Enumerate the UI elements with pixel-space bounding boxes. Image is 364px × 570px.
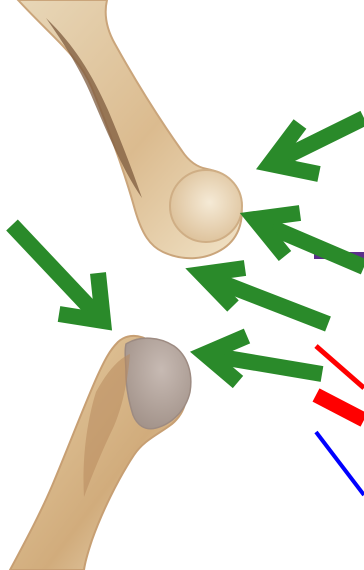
blue-line <box>316 432 364 495</box>
red-line <box>316 395 364 420</box>
lower-bone <box>10 336 191 570</box>
upper-bone-joint <box>170 170 242 242</box>
arrow <box>202 268 328 324</box>
arrow <box>270 118 364 174</box>
red-line <box>316 346 364 388</box>
upper-bone <box>18 0 242 258</box>
arrow <box>205 336 322 382</box>
arrow <box>12 225 103 321</box>
arrow <box>255 213 364 267</box>
